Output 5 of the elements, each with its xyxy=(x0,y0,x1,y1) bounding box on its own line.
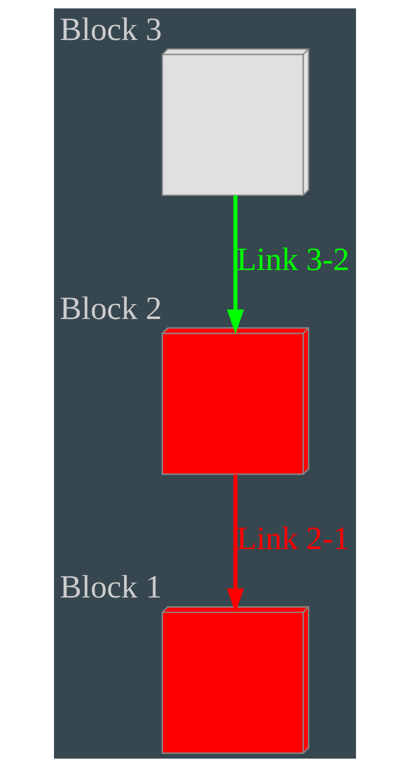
node-label: Block 2 xyxy=(59,290,162,327)
node-label: Block 3 xyxy=(59,12,162,48)
edge-label: Link 3-2 xyxy=(236,242,349,278)
edge-label: Link 2-1 xyxy=(236,520,349,557)
node-label: Block 1 xyxy=(59,570,162,606)
